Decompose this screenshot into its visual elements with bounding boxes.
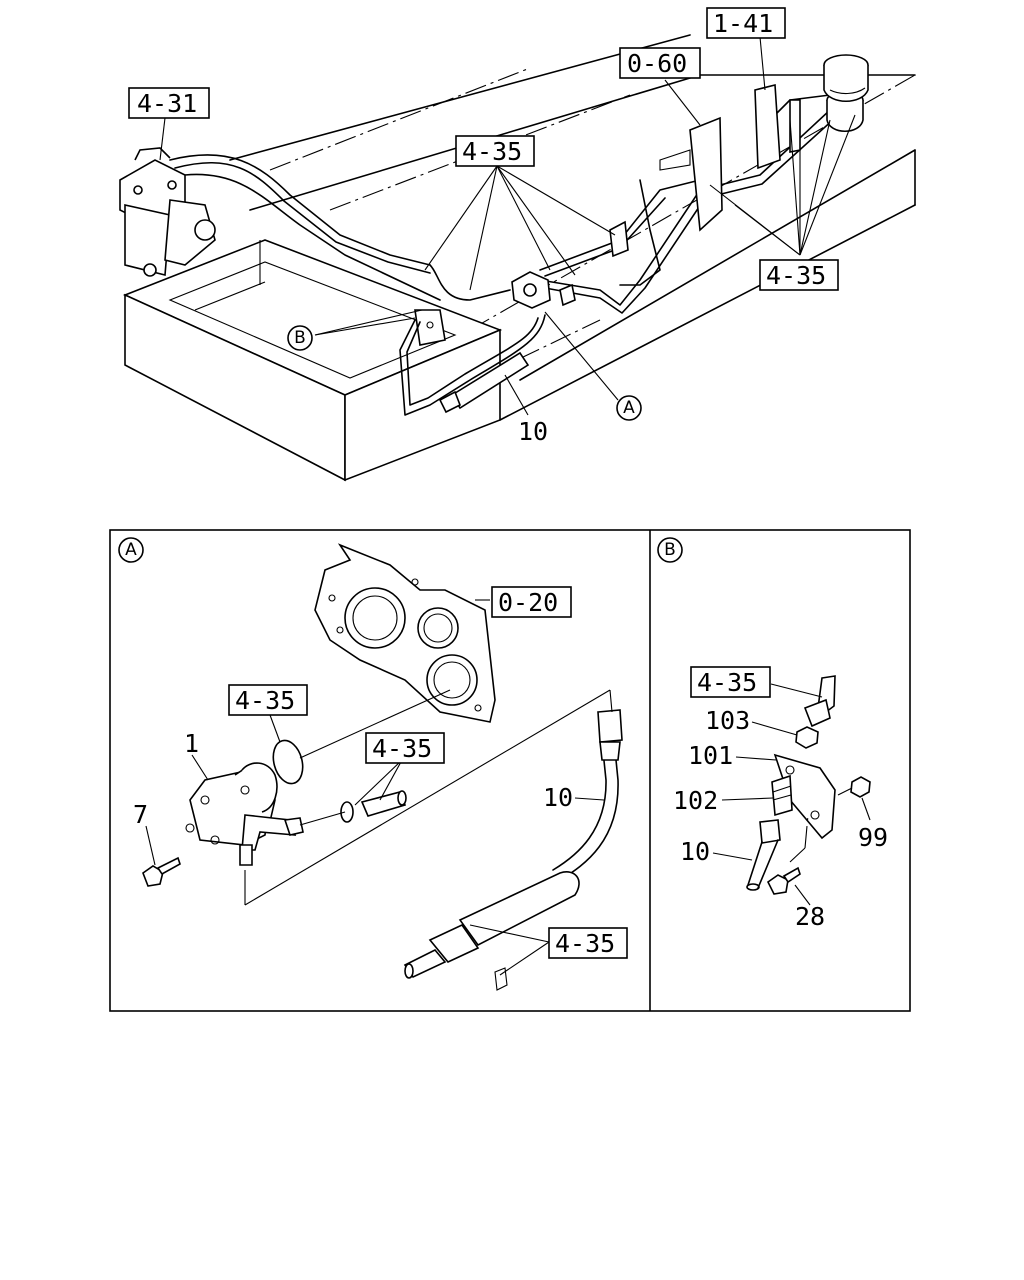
- ref-box-4-35-b[interactable]: [690, 666, 771, 698]
- ref-label-4-35-top: 4-35: [462, 137, 522, 166]
- detail-b-drawing: [712, 675, 871, 906]
- part-number-7: 7: [133, 800, 148, 829]
- ref-box-4-31[interactable]: [128, 87, 210, 119]
- ref-label-4-35-right: 4-35: [766, 261, 826, 290]
- ref-label-4-35-oring: 4-35: [235, 686, 295, 715]
- ref-box-1-41[interactable]: [706, 7, 786, 39]
- callout-a-detail[interactable]: [118, 537, 144, 563]
- callout-b-detail-label: B: [664, 540, 676, 560]
- callout-b-detail[interactable]: [657, 537, 683, 563]
- ref-box-4-35-right[interactable]: [759, 259, 839, 291]
- ref-label-4-31: 4-31: [137, 89, 197, 118]
- callout-b-overview[interactable]: [287, 325, 313, 351]
- part-number-101: 101: [688, 741, 733, 770]
- callout-a-detail-label: A: [125, 540, 137, 560]
- ref-label-0-60: 0-60: [627, 49, 687, 78]
- callout-a-overview-label: A: [623, 398, 635, 418]
- ref-box-4-35-pipe[interactable]: [365, 732, 445, 764]
- overview-drawing: [119, 34, 916, 482]
- ref-label-1-41: 1-41: [713, 9, 773, 38]
- ref-label-4-35-b: 4-35: [697, 668, 757, 697]
- callout-b-overview-label: B: [294, 328, 306, 348]
- ref-box-4-35-top[interactable]: [455, 135, 535, 167]
- part-number-103: 103: [705, 706, 750, 735]
- callout-a-overview[interactable]: [616, 395, 642, 421]
- part-number-1: 1: [184, 729, 199, 758]
- part-number-10-overview: 10: [518, 417, 548, 446]
- ref-label-0-20: 0-20: [498, 588, 558, 617]
- part-number-10-detail-a: 10: [543, 783, 573, 812]
- ref-label-4-35-pipe: 4-35: [372, 734, 432, 763]
- ref-box-4-35-oring[interactable]: [228, 684, 308, 716]
- part-number-99: 99: [858, 823, 888, 852]
- part-number-28: 28: [795, 902, 825, 931]
- ref-box-0-20[interactable]: [491, 586, 572, 618]
- ref-box-4-35-hose[interactable]: [548, 927, 628, 959]
- detail-a-drawing: [142, 543, 623, 991]
- part-number-10-detail-b: 10: [680, 837, 710, 866]
- detail-frame: [109, 529, 911, 1012]
- part-number-102: 102: [673, 786, 718, 815]
- ref-label-4-35-hose: 4-35: [555, 929, 615, 958]
- ref-box-0-60[interactable]: [619, 47, 701, 79]
